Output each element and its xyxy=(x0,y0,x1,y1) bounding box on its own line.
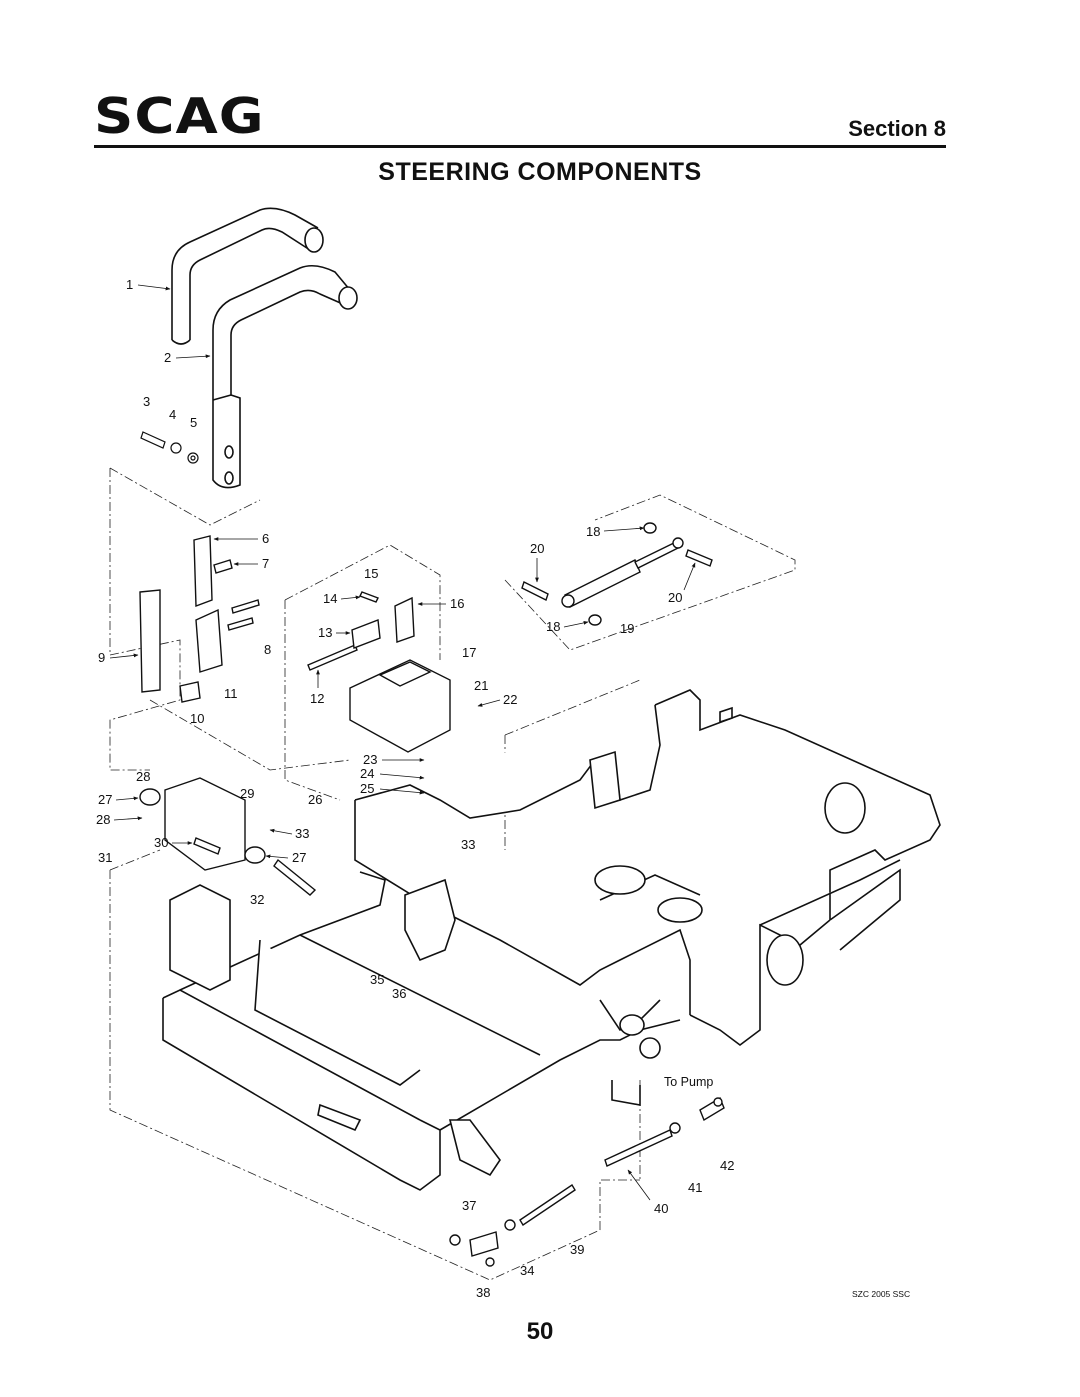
callout-6: 6 xyxy=(262,531,269,546)
callout-17: 17 xyxy=(462,645,476,660)
callout-33-right: 33 xyxy=(461,837,475,852)
callout-39: 39 xyxy=(570,1242,584,1257)
callout-14: 14 xyxy=(323,591,337,606)
to-pump-label: To Pump xyxy=(664,1075,713,1089)
callout-3: 3 xyxy=(143,394,150,409)
steering-lever-2 xyxy=(212,264,358,489)
callout-15: 15 xyxy=(364,566,378,581)
callout-35: 35 xyxy=(370,972,384,987)
callout-8: 8 xyxy=(264,642,271,657)
gas-spring xyxy=(521,522,713,626)
callout-21: 21 xyxy=(474,678,488,693)
section-label: Section 8 xyxy=(848,116,946,141)
callout-42: 42 xyxy=(720,1158,734,1173)
callout-33-left: 33 xyxy=(295,826,309,841)
callout-27-right: 27 xyxy=(292,850,306,865)
header-rule xyxy=(94,145,946,148)
callout-23: 23 xyxy=(363,752,377,767)
pump-bracket xyxy=(307,591,451,753)
callout-18-lower: 18 xyxy=(546,619,560,634)
callout-7: 7 xyxy=(262,556,269,571)
callout-16: 16 xyxy=(450,596,464,611)
callout-26: 26 xyxy=(308,792,322,807)
callout-34: 34 xyxy=(520,1263,534,1278)
page-number: 50 xyxy=(526,1318,554,1345)
callout-9: 9 xyxy=(98,650,105,665)
callout-19: 19 xyxy=(620,621,634,636)
callout-25: 25 xyxy=(360,781,374,796)
callout-22: 22 xyxy=(503,692,517,707)
callout-11: 11 xyxy=(224,686,238,701)
mount-brackets xyxy=(139,535,260,703)
callout-40: 40 xyxy=(654,1201,668,1216)
callout-37: 37 xyxy=(462,1198,476,1213)
callout-12: 12 xyxy=(310,691,324,706)
callout-41: 41 xyxy=(688,1180,702,1195)
callout-27-left: 27 xyxy=(98,792,112,807)
callout-31: 31 xyxy=(98,850,112,865)
callout-32: 32 xyxy=(250,892,264,907)
callout-labels: 1 2 3 4 5 6 7 8 9 10 11 12 13 14 15 16 1… xyxy=(96,277,734,1300)
pivot-assembly xyxy=(139,777,317,896)
page-title: STEERING COMPONENTS xyxy=(378,158,702,186)
lever-hardware xyxy=(140,431,199,464)
callout-18-upper: 18 xyxy=(586,524,600,539)
chassis-frame xyxy=(162,689,941,1191)
callout-29: 29 xyxy=(240,786,254,801)
callout-5: 5 xyxy=(190,415,197,430)
callout-4: 4 xyxy=(169,407,176,422)
callout-36: 36 xyxy=(392,986,406,1001)
callout-20-left: 20 xyxy=(530,541,544,556)
callout-24: 24 xyxy=(360,766,374,781)
drawing-code: SZC 2005 SSC xyxy=(852,1289,910,1299)
callout-20-right: 20 xyxy=(668,590,682,605)
callout-1: 1 xyxy=(126,277,133,292)
callout-28-upper: 28 xyxy=(136,769,150,784)
callout-38: 38 xyxy=(476,1285,490,1300)
callout-30: 30 xyxy=(154,835,168,850)
scag-logo: SCAG xyxy=(94,88,265,146)
tie-rods xyxy=(449,1096,725,1267)
callout-28-lower: 28 xyxy=(96,812,110,827)
callout-2: 2 xyxy=(164,350,171,365)
callout-10: 10 xyxy=(190,711,204,726)
callout-13: 13 xyxy=(318,625,332,640)
